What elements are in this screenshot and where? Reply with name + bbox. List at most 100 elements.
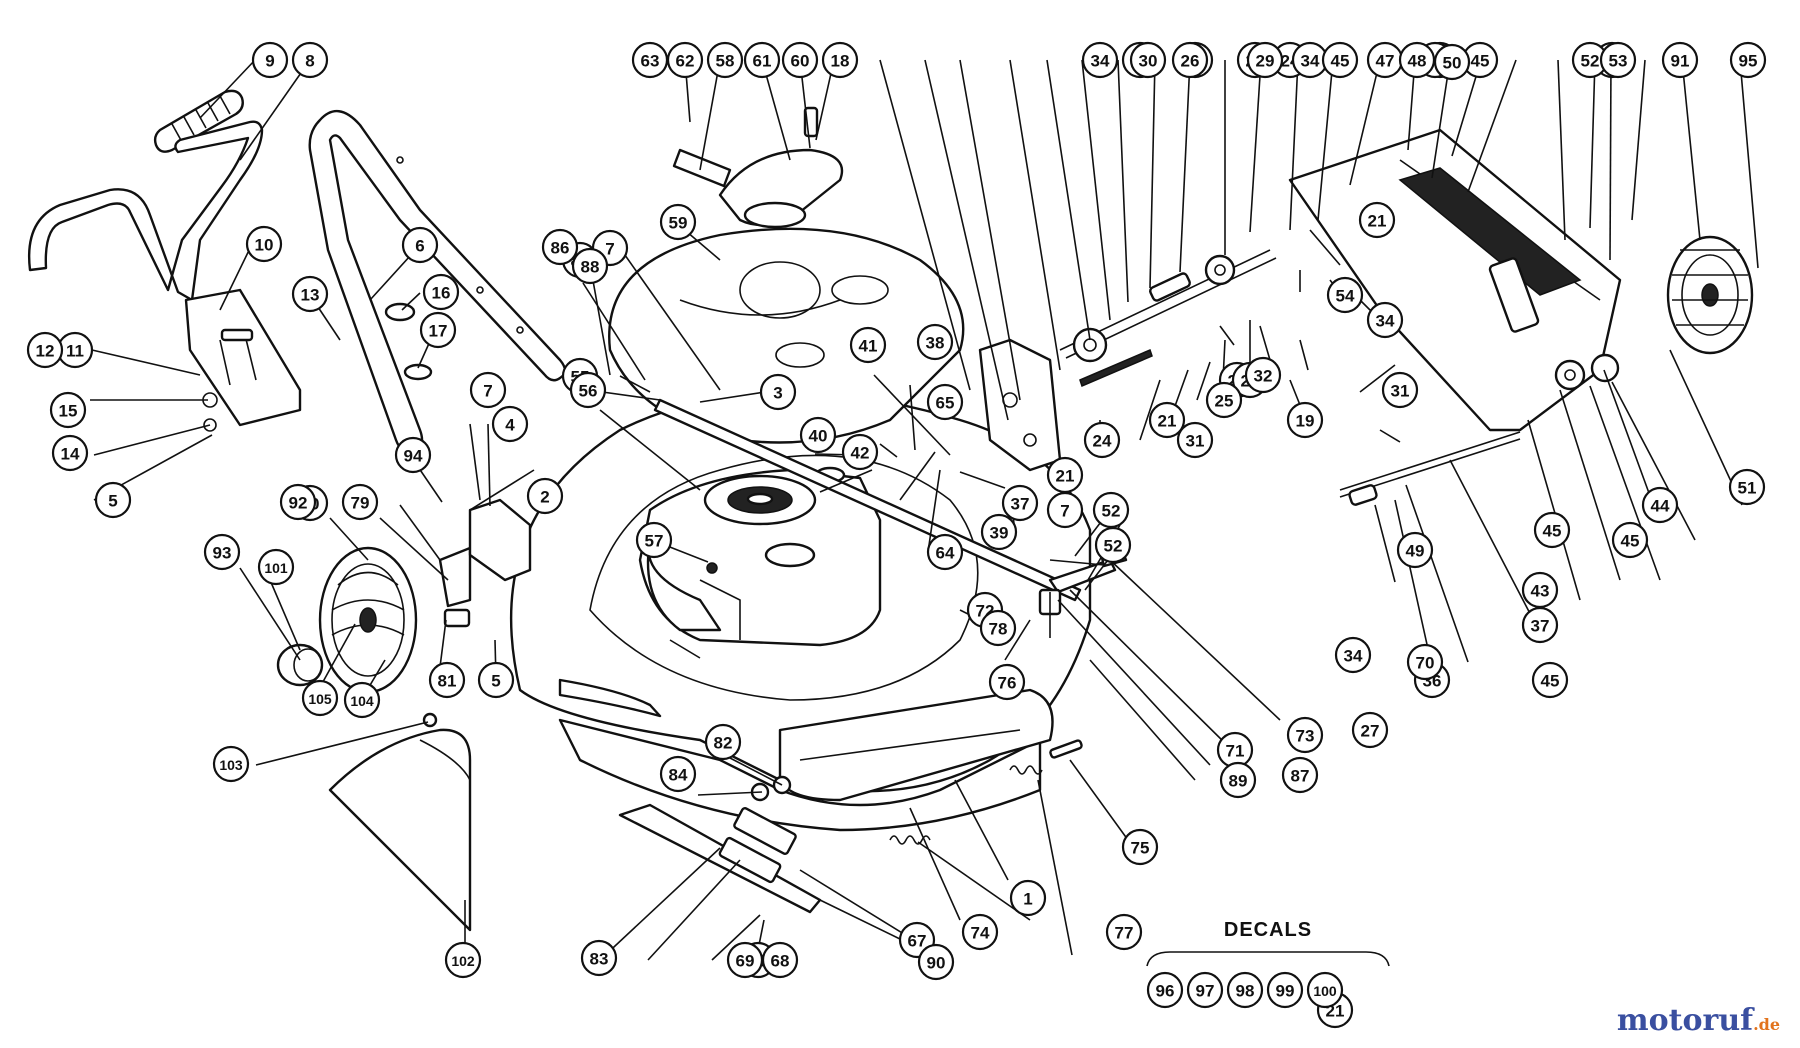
callout-label: 56: [579, 382, 598, 401]
callout-label: 77: [1115, 924, 1134, 943]
callout-circle: [1728, 468, 1766, 506]
callout-label: 45: [1471, 52, 1490, 71]
callout-label: 7: [605, 240, 614, 259]
callout-label: 16: [432, 284, 451, 303]
callout-label: 21: [1056, 467, 1075, 486]
callout-label: 58: [716, 52, 735, 71]
deck-baffle: [558, 678, 662, 718]
callout-label: 48: [1408, 52, 1427, 71]
callout-62: 62: [666, 41, 704, 79]
spring-2: [1009, 765, 1043, 775]
callout-circle: [988, 663, 1026, 701]
callout-circle: [1729, 41, 1767, 79]
callout-13: 13: [291, 275, 329, 313]
callout-circle: [26, 331, 64, 369]
decal-96: 96: [1146, 971, 1184, 1009]
callout-label: 93: [213, 544, 232, 563]
callout-label: 11: [66, 342, 84, 361]
callout-15: 15: [49, 391, 87, 429]
callout-label: 79: [351, 494, 370, 513]
callout-4: 4: [491, 405, 529, 443]
callout-label: 10: [255, 236, 274, 255]
callout-circle: [279, 483, 317, 521]
callout-label: 2: [540, 488, 549, 507]
callout-label: 87: [1291, 767, 1310, 786]
pin: [1049, 739, 1083, 759]
callout-circle: [1286, 401, 1324, 439]
callout-circle: [301, 679, 339, 717]
callout-circle: [961, 913, 999, 951]
callout-81: 81: [428, 661, 466, 699]
callout-circle: [781, 41, 819, 79]
callout-label: 31: [1186, 432, 1205, 451]
deck-cover: [608, 227, 965, 444]
callout-64: 64: [926, 533, 964, 571]
callout-89: 89: [1219, 761, 1257, 799]
callout-50: 50: [1433, 43, 1471, 81]
callout-label: 88: [581, 258, 600, 277]
callout-label: 3: [773, 384, 782, 403]
callout-label: 52: [1581, 52, 1600, 71]
callout-circle: [526, 477, 564, 515]
callout-label: 15: [59, 402, 78, 421]
callout-circle: [1246, 41, 1284, 79]
callout-circle: [726, 941, 764, 979]
callout-circle: [1001, 484, 1039, 522]
callout-label: 91: [1671, 52, 1690, 71]
callout-label: 101: [264, 560, 288, 576]
wheel-bracket: [438, 546, 472, 628]
callout-label: 68: [771, 952, 790, 971]
callout-label: 57: [645, 532, 664, 551]
callout-label: 59: [669, 214, 688, 233]
callout-circle: [1521, 571, 1559, 609]
mower-exploded-view: [28, 89, 1754, 932]
decal-label: 100: [1313, 983, 1337, 999]
callout-45: 45: [1321, 41, 1359, 79]
callout-label: 29: [1256, 52, 1275, 71]
callout-label: 18: [831, 52, 850, 71]
callout-label: 86: [551, 239, 570, 258]
callout-57: 57: [635, 521, 673, 559]
callout-circle: [212, 745, 250, 783]
decal-circle: [1266, 971, 1304, 1009]
callout-26: 26: [1171, 41, 1209, 79]
callout-circle: [1244, 356, 1282, 394]
watermark-suffix: .de: [1753, 1015, 1780, 1034]
callout-label: 1: [1023, 890, 1032, 909]
callout-circle: [580, 939, 618, 977]
rear-wheel: [1666, 235, 1754, 355]
callout-circle: [569, 371, 607, 409]
callout-95: 95: [1729, 41, 1767, 79]
callout-17: 17: [419, 311, 457, 349]
callout-label: 27: [1361, 722, 1380, 741]
callout-104: 104: [343, 681, 381, 719]
callout-2: 2: [526, 477, 564, 515]
callout-circle: [1148, 401, 1186, 439]
decal-circle: [1146, 971, 1184, 1009]
callout-label: 21: [1368, 212, 1387, 231]
decal-98: 98: [1226, 971, 1264, 1009]
callout-circle: [659, 203, 697, 241]
callout-label: 12: [36, 342, 55, 361]
callout-27: 27: [1351, 711, 1389, 749]
callout-39: 39: [980, 513, 1018, 551]
callout-label: 104: [350, 693, 374, 709]
decal-100: 100: [1306, 971, 1344, 1009]
callout-circle: [799, 416, 837, 454]
callout-circle: [401, 226, 439, 264]
callout-88: 88: [571, 247, 609, 285]
callout-label: 76: [998, 674, 1017, 693]
callout-label: 8: [305, 52, 314, 71]
callout-label: 71: [1226, 742, 1245, 761]
callout-circle: [257, 548, 295, 586]
callout-34: 34: [1291, 41, 1329, 79]
handle-clip-2: [403, 363, 433, 381]
callout-label: 7: [1060, 502, 1069, 521]
callout-10: 10: [245, 225, 283, 263]
callout-91: 91: [1661, 41, 1699, 79]
callout-label: 105: [308, 691, 332, 707]
callout-60: 60: [781, 41, 819, 79]
callout-44: 44: [1641, 486, 1679, 524]
rear-axle: [1339, 431, 1521, 506]
callout-34: 34: [1366, 301, 1404, 339]
